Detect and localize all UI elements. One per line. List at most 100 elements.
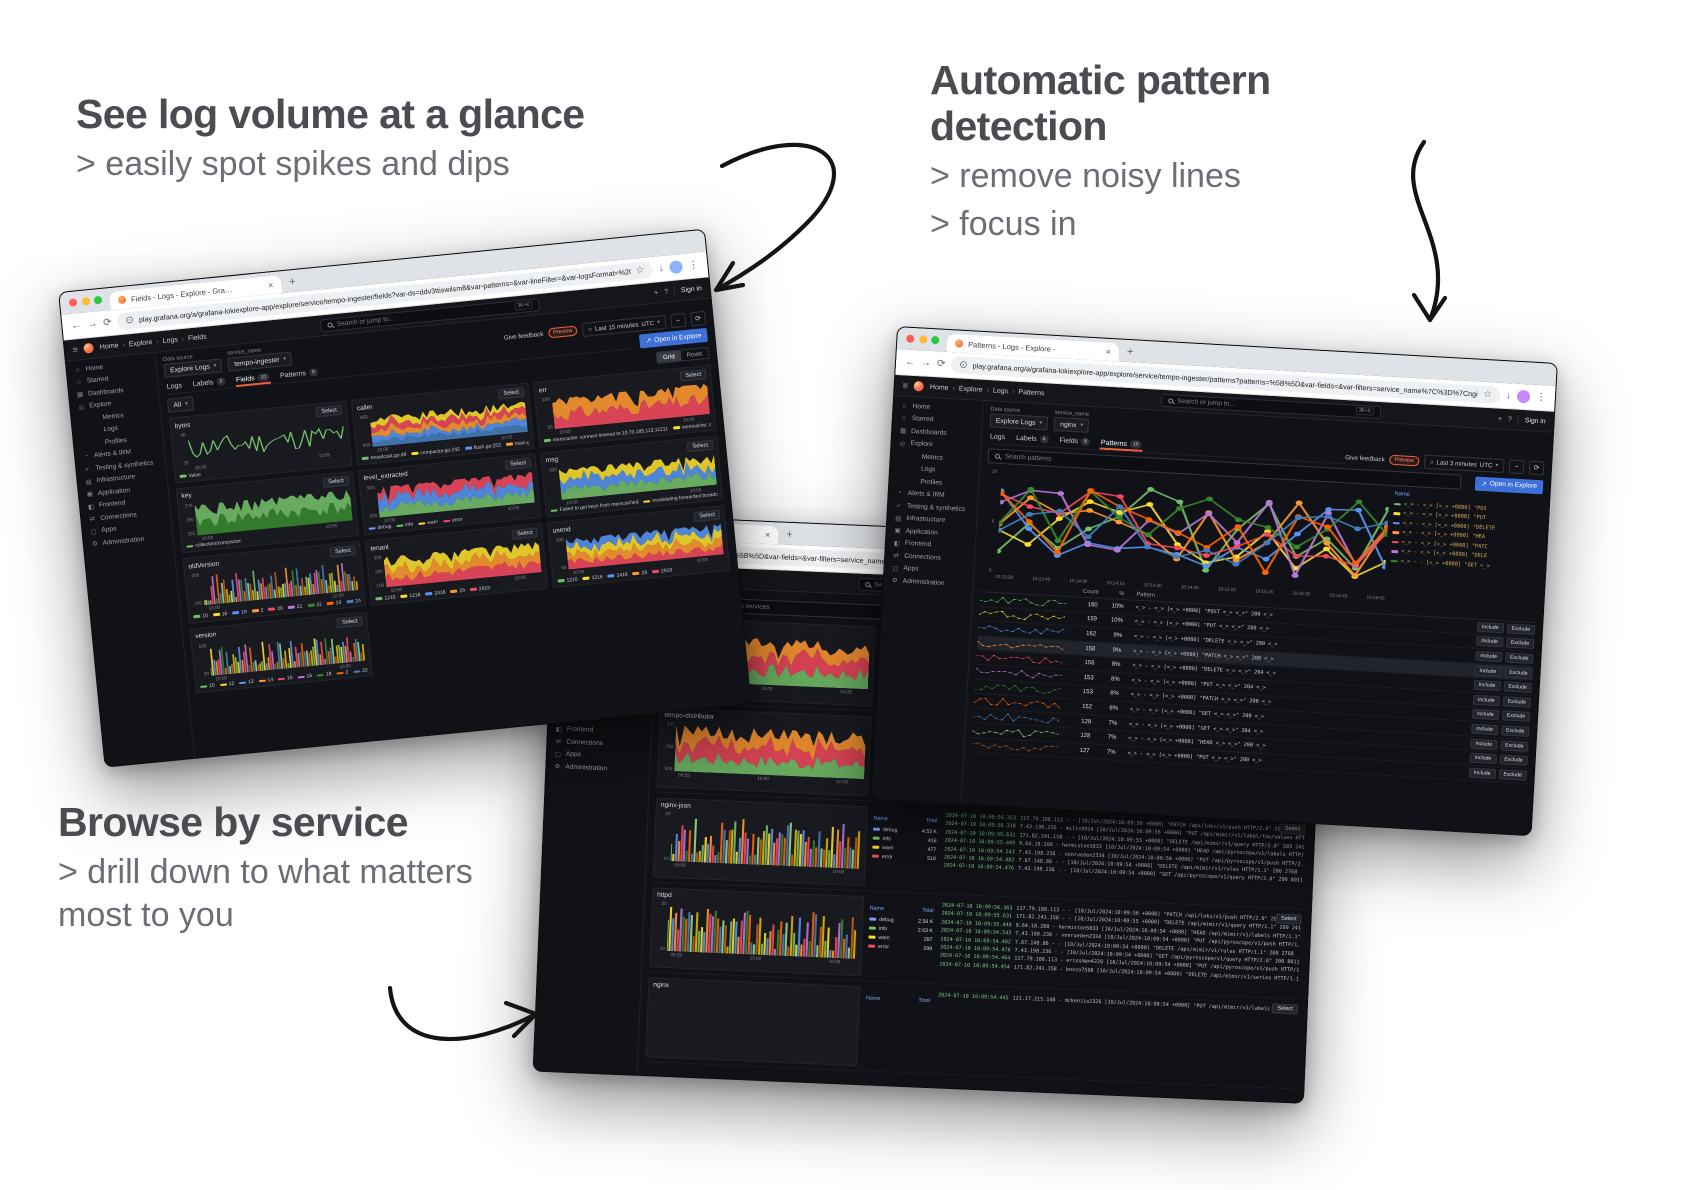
legend-item[interactable]: 2919 (651, 567, 672, 575)
service-select[interactable]: nginx ▾ (1053, 416, 1090, 433)
exclude-button[interactable]: Exclude (1500, 725, 1530, 737)
add-icon[interactable]: + (653, 288, 659, 297)
exclude-button[interactable]: Exclude (1502, 696, 1532, 708)
legend-item[interactable]: 16 (212, 611, 228, 618)
grafana-logo[interactable] (83, 342, 95, 354)
refresh-icon[interactable]: ⟳ (1528, 460, 1545, 476)
add-icon[interactable]: + (1497, 415, 1503, 423)
include-button[interactable]: Include (1469, 752, 1497, 765)
pattern-row[interactable]: 152 8% <_> - <_> [<_> +0000] "GET <_> <_… (973, 694, 1530, 740)
include-button[interactable]: Include (1473, 679, 1501, 692)
include-button[interactable]: Include (1474, 665, 1502, 677)
breadcrumb-item[interactable]: Logs (986, 387, 1009, 395)
bookmark-icon[interactable]: ☆ (1482, 388, 1493, 401)
select-service-button[interactable]: Select (1272, 1003, 1299, 1015)
select-field-button[interactable]: Select (315, 404, 343, 418)
legend-item[interactable]: 15 (277, 675, 293, 682)
view-tab[interactable]: Fields 8 (1058, 434, 1091, 449)
view-tab[interactable]: Logs (989, 430, 1007, 444)
sign-in-button[interactable]: Sign in (1524, 416, 1546, 425)
view-tab[interactable]: Logs (165, 379, 183, 394)
time-range-picker[interactable]: ○ Last 3 minutes UTC ▾ (1423, 454, 1505, 474)
legend-item[interactable]: 1210 (375, 594, 396, 602)
close-tab-icon[interactable]: × (267, 279, 274, 291)
reload-button[interactable]: ⟳ (102, 316, 113, 329)
select-service-button[interactable]: Select (1275, 913, 1302, 925)
view-tab[interactable]: Patterns 10 (1100, 437, 1143, 452)
legend-item[interactable]: 18 (232, 609, 247, 616)
open-in-explore-button[interactable]: ↗ Open in Explore (1474, 476, 1544, 494)
site-info-icon[interactable]: ⊙ (959, 359, 968, 371)
zoom-out-icon[interactable]: − (670, 312, 687, 329)
legend-item[interactable]: 29 (632, 569, 647, 576)
select-field-button[interactable]: Select (693, 509, 721, 522)
profile-avatar[interactable] (668, 259, 684, 275)
legend-item[interactable]: 12 (219, 681, 234, 688)
breadcrumb-item[interactable]: Explore (952, 385, 983, 393)
pattern-row[interactable]: 153 8% <_> - <_> [<_> +0000] "PATCH <_> … (974, 679, 1531, 726)
pattern-row[interactable]: 156 8% <_> - <_> [<_> +0000] "DELETE <_>… (976, 650, 1533, 696)
exclude-button[interactable]: Exclude (1503, 667, 1533, 679)
menu-toggle-icon[interactable]: ≡ (902, 380, 909, 391)
reload-button[interactable]: ⟳ (936, 358, 946, 370)
legend-item[interactable]: info (396, 521, 414, 529)
exclude-button[interactable]: Exclude (1505, 637, 1535, 650)
forward-button[interactable]: → (86, 318, 98, 331)
include-button[interactable]: Include (1468, 767, 1496, 779)
include-button[interactable]: Include (1476, 621, 1504, 634)
zoom-window-button[interactable] (931, 335, 940, 345)
select-field-button[interactable]: Select (336, 615, 363, 628)
view-tab[interactable]: Fields 10 (234, 371, 270, 387)
legend-item[interactable]: main.go:107 (505, 439, 529, 447)
legend-item[interactable]: 2 (251, 607, 264, 614)
downloads-icon[interactable]: ↓ (1505, 390, 1512, 402)
legend-item[interactable]: 22 (307, 601, 322, 608)
select-field-button[interactable]: Select (680, 369, 707, 382)
legend-item[interactable]: 21 (287, 603, 303, 610)
legend-item[interactable]: error 518 (871, 852, 936, 864)
legend-item[interactable]: 13 (239, 679, 254, 686)
pattern-row[interactable]: 128 7% <_> - <_> [<_> +0000] "GET <_> <_… (972, 708, 1529, 755)
minimize-window-button[interactable] (918, 335, 928, 344)
pattern-row[interactable]: 158 9% <_> - <_> [<_> +0000] "PATCH <_> … (977, 635, 1533, 682)
new-tab-button[interactable]: + (1126, 345, 1134, 359)
breadcrumb-item[interactable]: Logs (156, 336, 178, 345)
exclude-button[interactable]: Exclude (1506, 623, 1536, 635)
legend-item[interactable]: 2919 (469, 585, 490, 593)
datasource-select[interactable]: Explore Logs ▾ (989, 413, 1049, 431)
menu-toggle-icon[interactable]: ≡ (72, 344, 79, 355)
help-icon[interactable]: ? (1507, 415, 1513, 423)
include-button[interactable]: Include (1475, 650, 1503, 663)
include-button[interactable]: Include (1470, 723, 1499, 736)
legend-item[interactable]: 20 (353, 668, 368, 675)
select-field-button[interactable]: Select (511, 527, 539, 540)
select-field-button[interactable]: Select (322, 475, 350, 488)
exclude-button[interactable]: Exclude (1498, 769, 1528, 781)
open-in-explore-button[interactable]: ↗ Open in Explore (639, 327, 708, 349)
legend-item[interactable]: error 299 (868, 941, 932, 953)
include-button[interactable]: Include (1472, 694, 1500, 706)
site-info-icon[interactable]: ⊙ (125, 314, 135, 327)
fields-filter-select[interactable]: All ▾ (166, 396, 195, 413)
pattern-row[interactable]: 128 7% <_> - <_> [<_> +0000] "HEAD <_> <… (972, 723, 1529, 769)
sign-in-button[interactable]: Sign in (680, 284, 703, 294)
pattern-row[interactable]: 160 10% <_> - <_> [<_> +0000] "POST <_> … (979, 592, 1536, 638)
include-button[interactable]: Include (1471, 709, 1500, 721)
legend-item[interactable]: 1216 (582, 574, 603, 582)
pattern-row[interactable]: 159 10% <_> - <_> [<_> +0000] "PUT <_> <… (978, 606, 1535, 653)
give-feedback-link[interactable]: Give feedback (503, 330, 544, 342)
exclude-button[interactable]: Exclude (1501, 710, 1531, 723)
pattern-row[interactable]: 153 8% <_> - <_> [<_> +0000] "PUT <_> <_… (975, 664, 1532, 711)
select-field-button[interactable]: Select (498, 387, 525, 400)
legend-item[interactable]: 14 (258, 677, 273, 684)
new-tab-button[interactable]: + (288, 275, 297, 289)
close-tab-icon[interactable]: × (1105, 346, 1112, 357)
close-tab-icon[interactable]: × (764, 529, 771, 540)
legend-item[interactable]: debug (368, 524, 392, 532)
legend-item[interactable]: 16 (297, 673, 312, 680)
view-tab[interactable]: Patterns 9 (279, 366, 320, 383)
legend-item[interactable]: Value (179, 471, 201, 479)
pattern-row[interactable]: 162 9% <_> - <_> [<_> +0000] "DELETE <_>… (977, 621, 1534, 667)
exclude-button[interactable]: Exclude (1498, 754, 1528, 767)
zoom-out-icon[interactable]: − (1508, 459, 1525, 475)
